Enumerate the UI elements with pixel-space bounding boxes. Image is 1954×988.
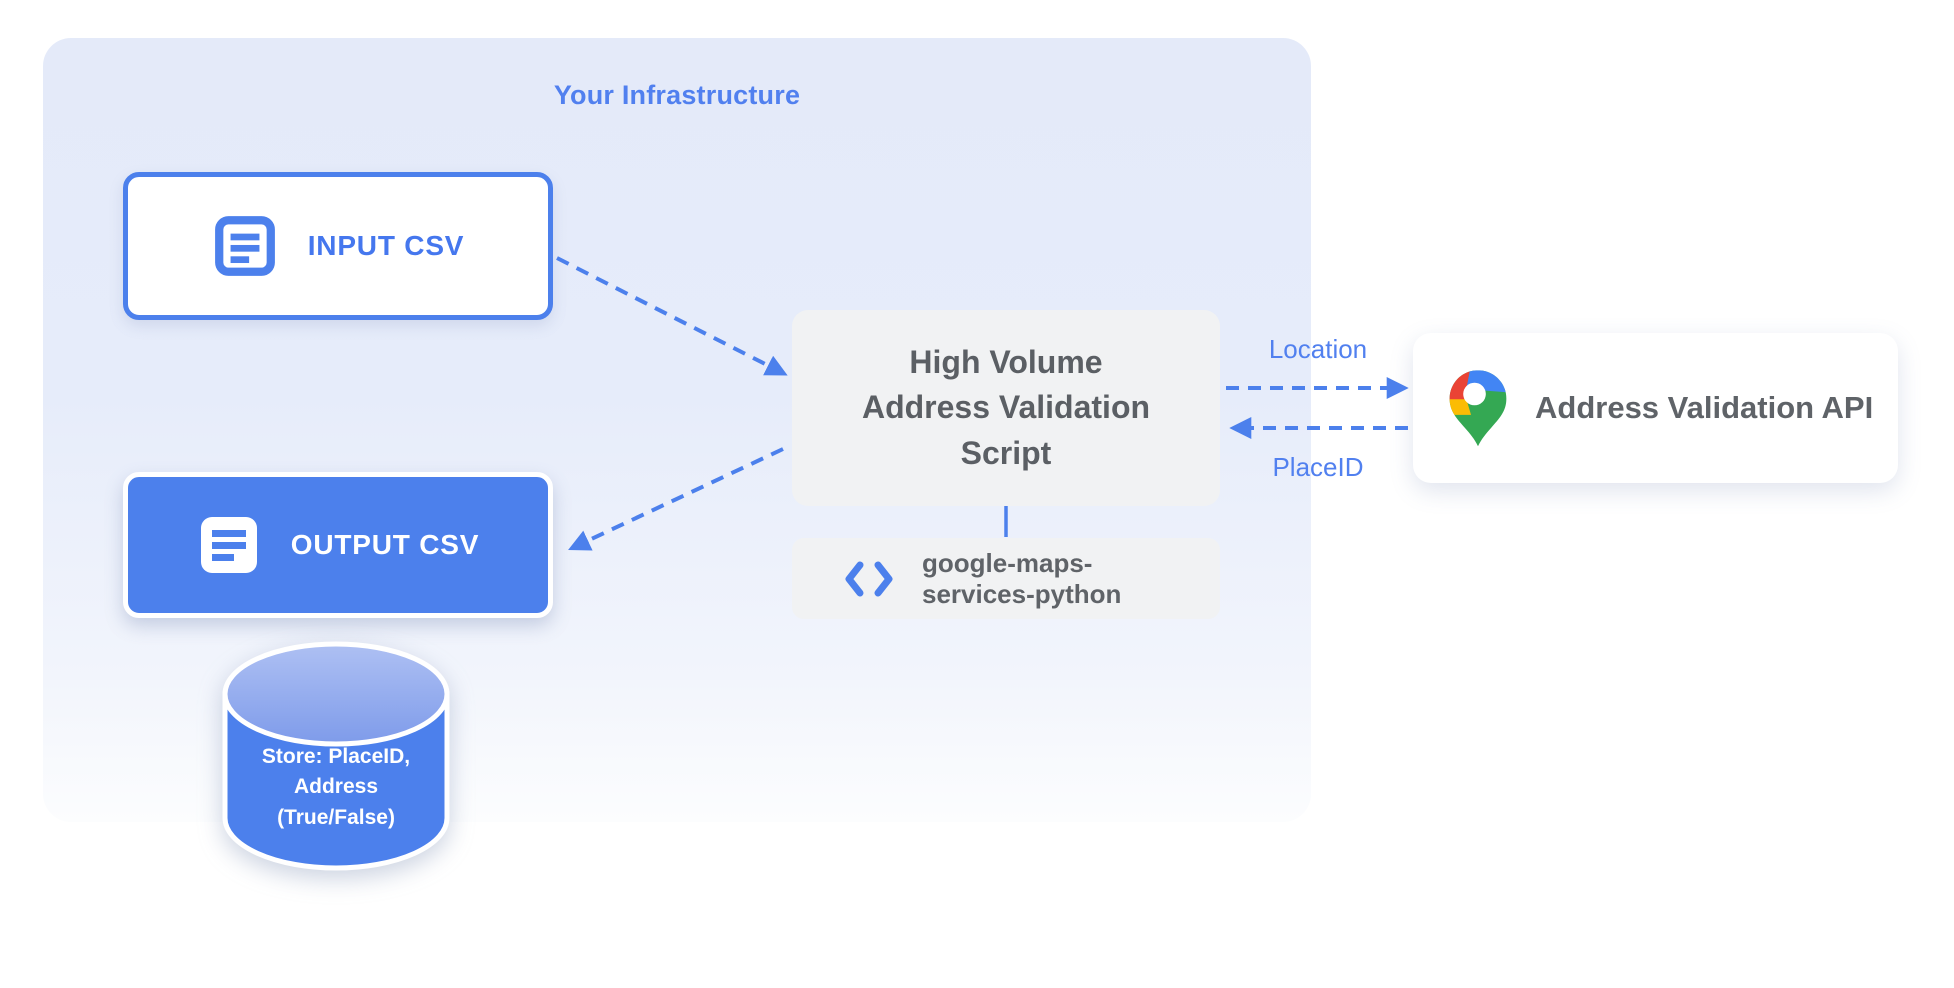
datastore-cylinder: Store: PlaceID, Address (True/False): [218, 636, 454, 876]
infrastructure-title: Your Infrastructure: [553, 80, 801, 110]
library-label: google-maps- services-python: [922, 547, 1122, 609]
google-maps-pin-icon: [1449, 369, 1507, 447]
api-label: Address Validation API: [1535, 390, 1874, 425]
api-node: Address Validation API: [1413, 333, 1898, 483]
output-csv-label: OUTPUT CSV: [290, 529, 480, 560]
datastore-label: Store: PlaceID, Address (True/False): [261, 745, 411, 829]
edge-label-placeid: PlaceID: [1272, 452, 1364, 482]
output-csv-node: OUTPUT CSV: [123, 472, 553, 618]
code-icon: [844, 558, 894, 600]
document-icon: [212, 213, 278, 279]
document-icon: [197, 513, 261, 577]
edge-label-location: Location: [1268, 334, 1368, 364]
input-csv-node: INPUT CSV: [123, 172, 553, 320]
library-node: google-maps- services-python: [792, 538, 1220, 619]
input-csv-label: INPUT CSV: [307, 230, 465, 261]
script-node: High Volume Address Validation Script: [792, 310, 1220, 506]
script-label: High Volume Address Validation Script: [861, 343, 1151, 471]
